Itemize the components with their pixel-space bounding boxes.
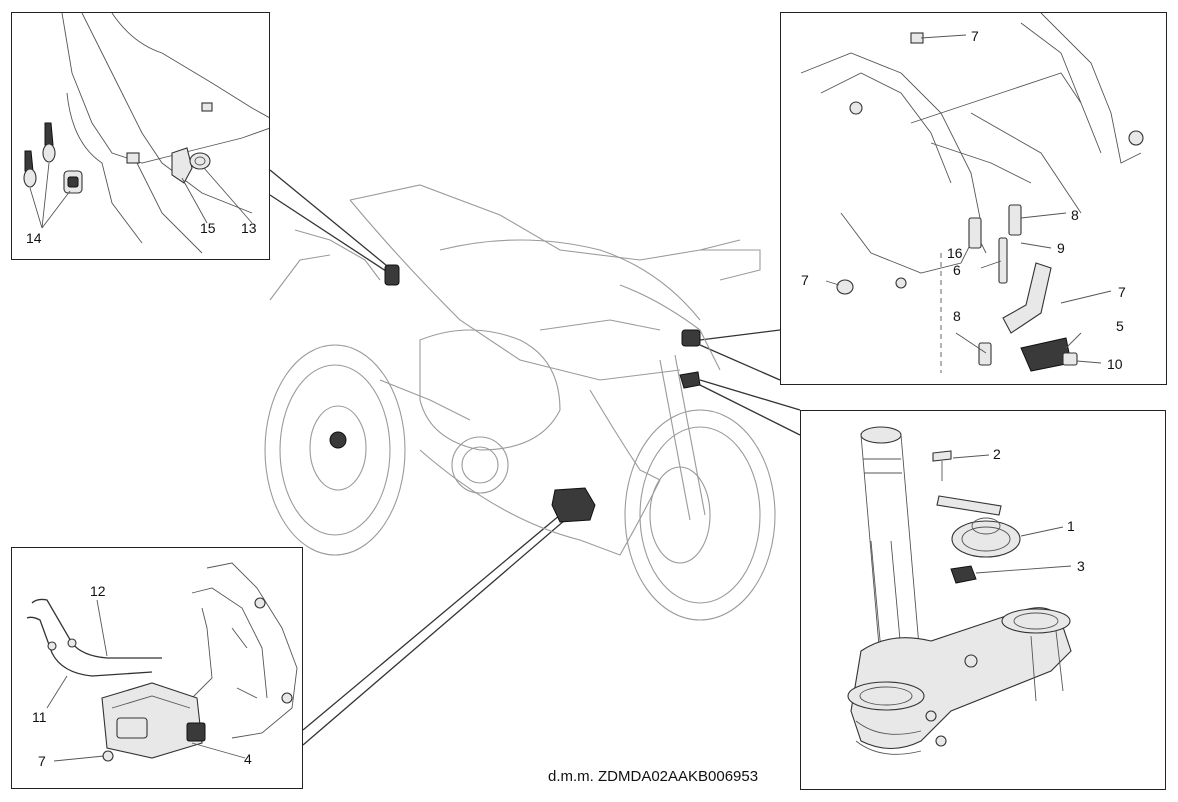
callout-16: 16 [947, 245, 963, 261]
callout-8-a: 8 [1071, 207, 1079, 223]
callout-2: 2 [993, 446, 1001, 462]
front-bracket-drawing [800, 13, 1144, 373]
callout-7-b: 7 [1118, 284, 1126, 300]
callout-7-a: 7 [971, 28, 979, 44]
callout-14: 14 [26, 230, 42, 246]
callout-13: 13 [241, 220, 257, 236]
callout-8-b: 8 [953, 308, 961, 324]
callout-6: 6 [953, 262, 961, 278]
inset-front-bracket: 7 8 16 9 6 7 8 5 10 7 [780, 12, 1167, 385]
callout-1: 1 [1067, 518, 1075, 534]
callout-4: 4 [244, 751, 252, 767]
callout-11: 11 [32, 709, 47, 725]
drawing-reference-code: d.m.m. ZDMDA02AAKB006953 [548, 768, 759, 785]
callout-7-c: 7 [801, 272, 809, 288]
rear-subframe-drawing [23, 13, 269, 254]
callout-15: 15 [200, 220, 216, 236]
callout-9: 9 [1057, 240, 1065, 256]
callout-10: 10 [1107, 356, 1123, 372]
lower-module-drawing [26, 562, 298, 762]
callout-5: 5 [1116, 318, 1124, 334]
callout-3: 3 [1077, 558, 1085, 574]
inset-rear-subframe: 14 15 13 [11, 12, 270, 260]
inset-horn-assembly: 2 1 3 [800, 410, 1166, 790]
callout-12: 12 [90, 583, 106, 599]
inset-lower-module: 12 11 7 4 [11, 547, 303, 789]
callout-7-d: 7 [38, 753, 46, 769]
horn-assembly-drawing [847, 426, 1072, 755]
